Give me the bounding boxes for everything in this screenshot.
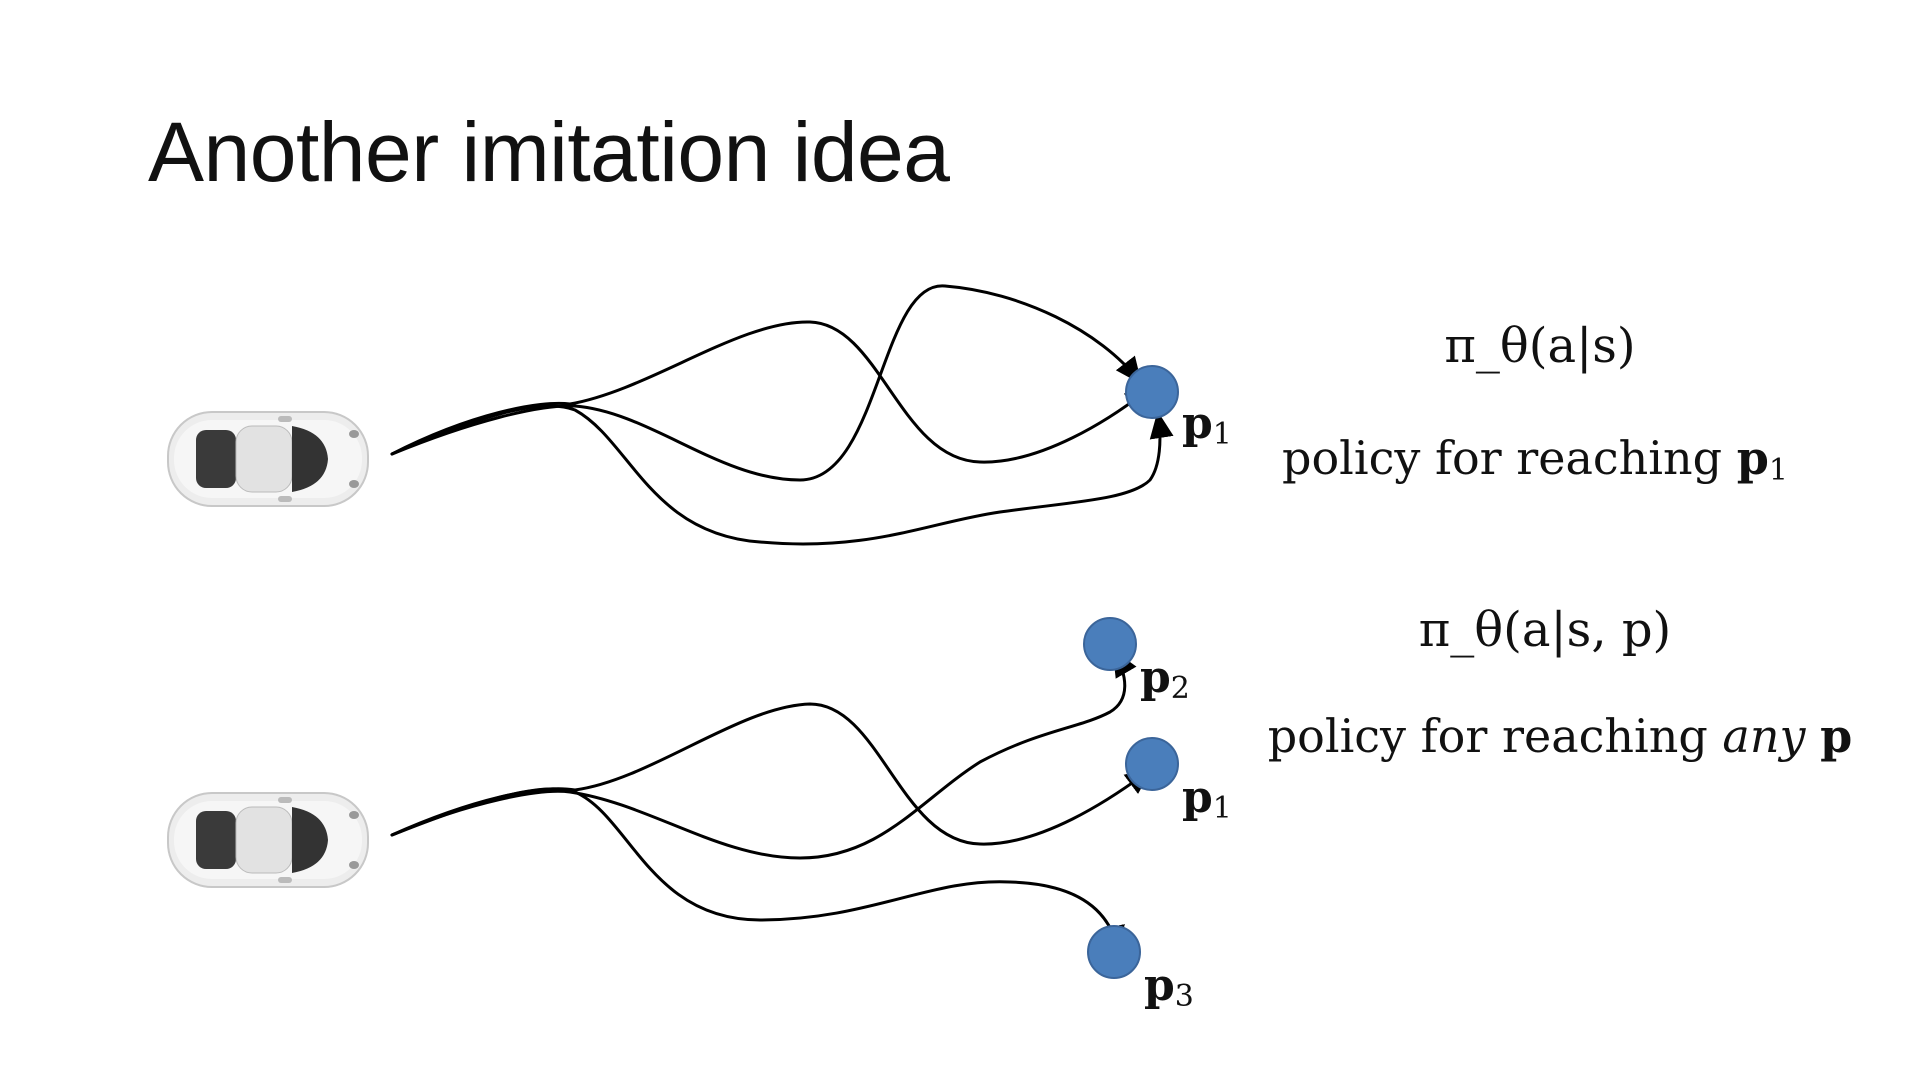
goal-label: p3 <box>1144 960 1194 1014</box>
goal-label: p1 <box>1182 398 1232 452</box>
policy-formula: π_θ(a|s) <box>1444 318 1635 374</box>
trajectory-path <box>390 649 1137 860</box>
trajectory-path <box>390 702 1153 846</box>
slide-title: Another imitation idea <box>148 105 950 199</box>
bottom-panel: p2 p1 p3 π_θ(a|s, p) policy for reaching… <box>167 602 1853 1014</box>
goal-marker <box>1083 617 1137 671</box>
goal-label: p1 <box>1182 772 1232 826</box>
top-panel: p1 π_θ(a|s) policy for reaching p1 <box>167 284 1788 546</box>
policy-caption: policy for reaching p1 <box>1282 431 1788 488</box>
goal-marker <box>1125 737 1179 791</box>
car-icon <box>167 411 369 507</box>
trajectory-path <box>390 320 1153 464</box>
goal-marker <box>1087 925 1141 979</box>
policy-formula: π_θ(a|s, p) <box>1419 602 1672 658</box>
policy-caption: policy for reaching any p <box>1268 709 1853 763</box>
trajectory-path <box>390 284 1142 482</box>
trajectory-path <box>390 404 1174 546</box>
car-icon <box>167 792 369 888</box>
trajectory-path <box>390 787 1125 953</box>
goal-marker <box>1125 365 1179 419</box>
goal-label: p2 <box>1140 652 1190 706</box>
